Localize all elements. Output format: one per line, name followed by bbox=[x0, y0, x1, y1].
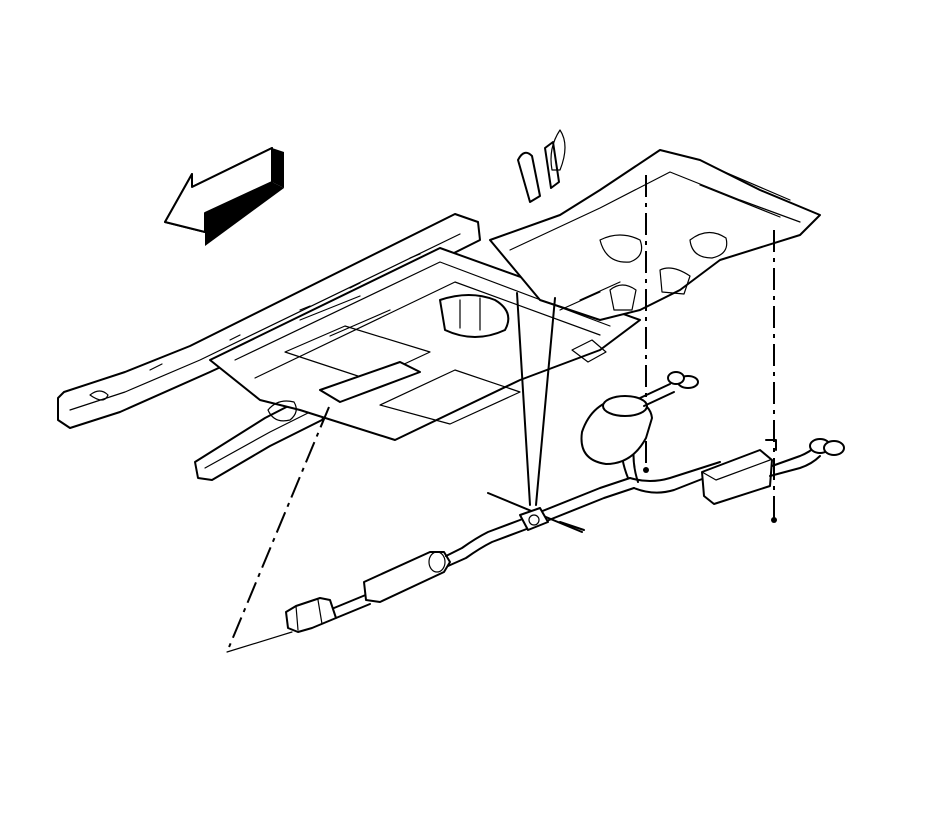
front-direction-arrow-icon bbox=[164, 147, 284, 246]
tailpipe-tips bbox=[765, 438, 845, 456]
exhaust-pipe bbox=[445, 441, 721, 567]
resonator bbox=[363, 551, 451, 603]
vehicle-frame bbox=[57, 129, 821, 481]
catalytic-converter bbox=[285, 593, 371, 633]
leader-line-hanger-2 bbox=[535, 297, 556, 506]
exhaust-system bbox=[285, 371, 845, 633]
right-muffler bbox=[701, 445, 821, 505]
hanger-bracket bbox=[487, 492, 583, 533]
leader-line-hanger-1 bbox=[516, 292, 531, 506]
left-muffler bbox=[580, 371, 699, 465]
leader-line-front bbox=[226, 406, 330, 653]
leader-line-catalytic bbox=[226, 631, 293, 653]
